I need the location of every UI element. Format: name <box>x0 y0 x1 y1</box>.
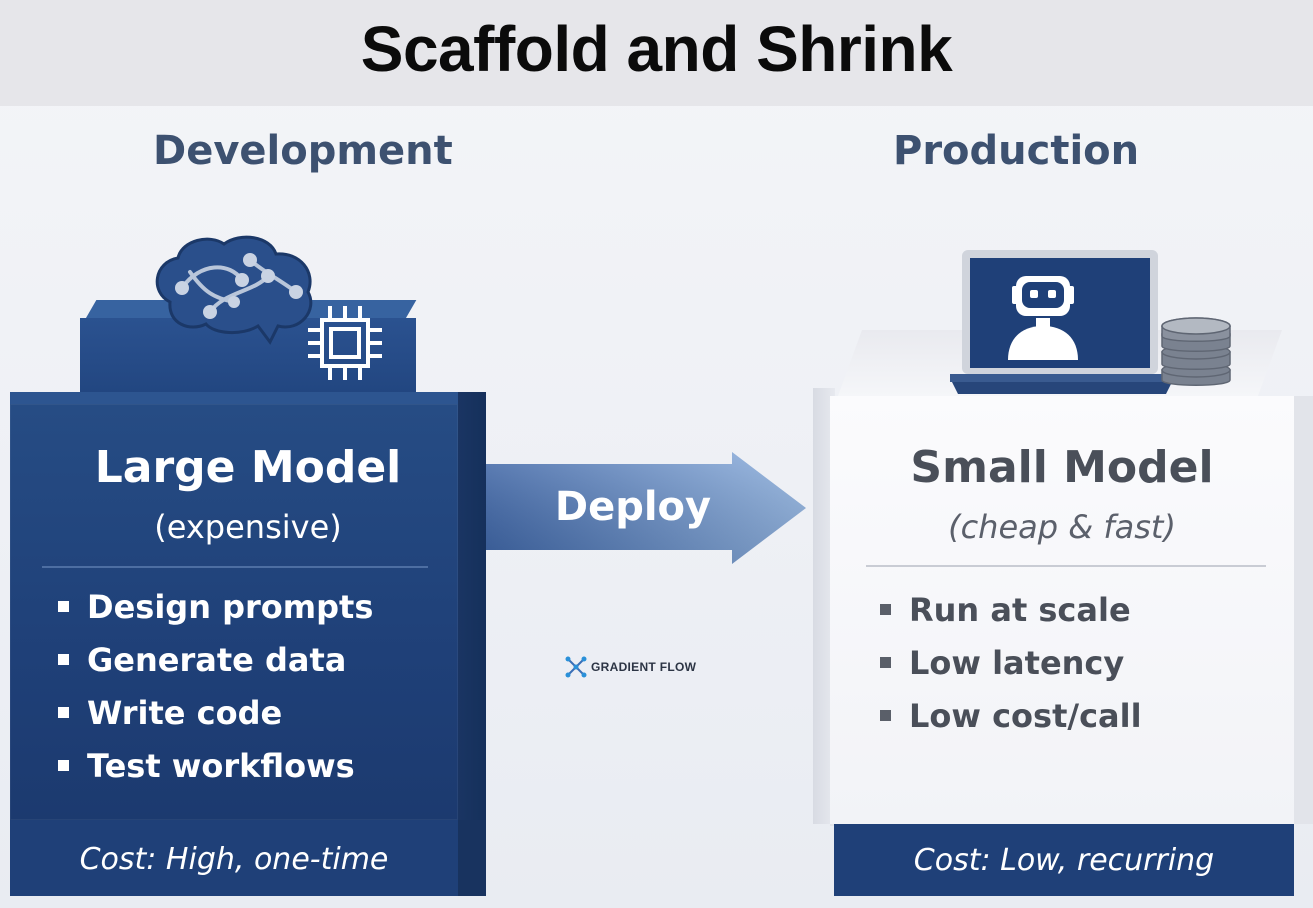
prod-divider <box>866 565 1266 567</box>
deploy-arrow <box>486 452 806 564</box>
deploy-label: Deploy <box>554 484 712 530</box>
bullet-text: Low cost/call <box>909 696 1142 735</box>
large-model-title: Large Model <box>94 442 402 493</box>
laptop-robot-icon <box>950 250 1174 394</box>
database-icon <box>1161 317 1231 386</box>
dev-block-side <box>458 392 486 820</box>
prod-bullet-list: Run at scale Low latency Low cost/call <box>880 583 1142 742</box>
bullet-text: Test workflows <box>87 746 355 785</box>
bullet-square-icon <box>58 707 69 718</box>
large-model-subtitle: (expensive) <box>154 508 342 546</box>
bullet-square-icon <box>58 760 69 771</box>
small-model-title: Small Model <box>910 442 1214 493</box>
dev-block-top <box>10 392 486 404</box>
title-bar: Scaffold and Shrink <box>0 0 1313 106</box>
dev-bullet-list: Design prompts Generate data Write code … <box>58 580 373 792</box>
list-item: Generate data <box>58 633 373 686</box>
list-item: Low latency <box>880 636 1142 689</box>
bullet-square-icon <box>880 710 891 721</box>
list-item: Design prompts <box>58 580 373 633</box>
bullet-text: Run at scale <box>909 590 1131 629</box>
dev-divider <box>42 566 428 568</box>
bullet-text: Generate data <box>87 640 347 679</box>
bullet-square-icon <box>58 601 69 612</box>
prod-block-right-side <box>1294 396 1313 824</box>
dev-block <box>10 404 458 820</box>
prod-cost-bar <box>834 824 1294 896</box>
list-item: Test workflows <box>58 739 373 792</box>
dev-cost-bar-side <box>458 820 486 896</box>
bullet-text: Design prompts <box>87 587 374 626</box>
logo-text: GRADIENT FLOW <box>591 660 697 674</box>
gradient-flow-logo-icon <box>565 656 587 678</box>
prod-block-side <box>813 388 835 824</box>
prod-block <box>830 396 1294 824</box>
development-label: Development <box>153 128 453 174</box>
brain-icon <box>155 235 313 345</box>
list-item: Run at scale <box>880 583 1142 636</box>
bullet-text: Write code <box>87 693 283 732</box>
list-item: Low cost/call <box>880 689 1142 742</box>
production-label: Production <box>893 128 1140 174</box>
dev-cost-label: Cost: High, one-time <box>79 842 389 877</box>
bullet-square-icon <box>880 657 891 668</box>
page-title: Scaffold and Shrink <box>360 13 953 85</box>
gradient-flow-logo: GRADIENT FLOW <box>565 656 696 678</box>
chip-icon <box>308 306 382 380</box>
bullet-square-icon <box>880 604 891 615</box>
prod-cost-label: Cost: Low, recurring <box>913 843 1215 878</box>
dev-cost-bar <box>10 820 458 896</box>
small-model-subtitle: (cheap & fast) <box>948 508 1176 546</box>
bullet-text: Low latency <box>909 643 1125 682</box>
bullet-square-icon <box>58 654 69 665</box>
list-item: Write code <box>58 686 373 739</box>
